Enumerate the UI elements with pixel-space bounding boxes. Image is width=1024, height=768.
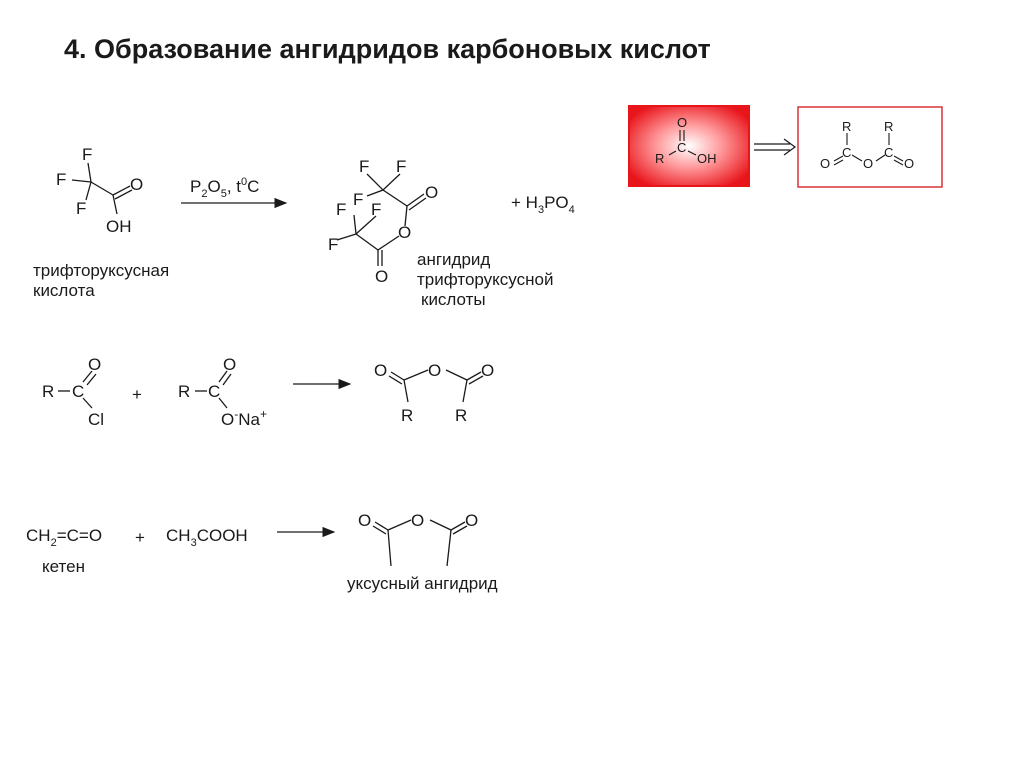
anhydride-fluorine-4: F [336, 200, 346, 219]
ketene-name: кетен [42, 557, 85, 576]
general-acid-oxygen: O [677, 115, 687, 130]
carboxylate-carbon: C [208, 382, 220, 401]
general-anhydride-c-left: C [842, 145, 851, 160]
acid-carbonyl-oxygen: O [130, 175, 143, 194]
anhydride-oxygen-bottom: O [375, 267, 388, 286]
acyl-chloride-bonds [58, 370, 97, 409]
general-acid-carbon: C [677, 140, 686, 155]
acid-fluorine-top: F [82, 145, 92, 164]
carboxylate-oxygen: O [223, 355, 236, 374]
anhydride-fluorine-6: F [328, 235, 338, 254]
double-arrow-implies [754, 138, 797, 156]
acetic-anhydride-bonds [372, 519, 468, 567]
slide-title: 4. Образование ангидридов карбоновых кис… [64, 34, 711, 64]
acid-fluorine-bottom: F [76, 199, 86, 218]
scheme3-plus: + [135, 528, 145, 547]
scheme2-anhydride-oxygen-bridge: O [428, 361, 441, 380]
anhydride-name: ангидрид трифторуксусной кислоты [417, 250, 554, 309]
general-anhydride-r-right: R [884, 119, 893, 134]
general-anhydride-r-left: R [842, 119, 851, 134]
trifluoroacetic-acid-structure [71, 162, 133, 215]
sodium-carboxylate-bonds [195, 370, 232, 409]
byproduct-phosphoric-acid: + H3PO4 [511, 193, 575, 216]
general-anhydride-o-right: O [904, 156, 914, 171]
anhydride-bridge-oxygen: O [398, 223, 411, 242]
acyl-chloride-chlorine: Cl [88, 410, 104, 429]
anhydride-fluorine-5: F [371, 200, 381, 219]
anhydride-general [833, 133, 904, 166]
ketene-formula: CH2=C=O [26, 526, 102, 549]
carboxylate-anion-sodium: O-Na+ [221, 407, 267, 429]
general-acid-oh: OH [697, 151, 717, 166]
scheme2-anhydride-r-left: R [401, 406, 413, 425]
scheme2-anhydride-oxygen-left: O [374, 361, 387, 380]
acid-hydroxyl: OH [106, 217, 132, 236]
acyl-chloride-oxygen: O [88, 355, 101, 374]
acetic-anhydride-oxygen-left: O [358, 511, 371, 530]
acyl-chloride-carbon: C [72, 382, 84, 401]
anhydride-fluorine-2: F [396, 157, 406, 176]
acid-fluorine-left: F [56, 170, 66, 189]
anhydride-fluorine-3: F [353, 190, 363, 209]
general-anhydride-c-right: C [884, 145, 893, 160]
acetic-anhydride-oxygen-bridge: O [411, 511, 424, 530]
acetic-anhydride-oxygen-right: O [465, 511, 478, 530]
general-acid-r: R [655, 151, 664, 166]
acid-name: трифторуксусная кислота [33, 261, 170, 300]
trifluoroacetic-anhydride-structure [336, 173, 427, 266]
scheme2-anhydride-r-right: R [455, 406, 467, 425]
anhydride-fluorine-1: F [359, 157, 369, 176]
scheme2-anhydride-bonds [388, 369, 484, 403]
acetic-acid-formula: CH3COOH [166, 526, 248, 549]
carboxylate-r: R [178, 382, 190, 401]
anhydride-oxygen-top: O [425, 183, 438, 202]
general-anhydride-o-left: O [820, 156, 830, 171]
carboxylic-acid-general [668, 130, 697, 156]
carboxylic-acid-box [628, 105, 750, 187]
scheme2-plus: + [132, 385, 142, 404]
general-anhydride-o-bridge: O [863, 156, 873, 171]
reagent-p2o5-heat: P2O5, t0C [190, 176, 259, 200]
acetic-anhydride-name: уксусный ангидрид [347, 574, 498, 593]
scheme2-anhydride-oxygen-right: O [481, 361, 494, 380]
anhydride-box [797, 106, 943, 188]
acyl-chloride-r: R [42, 382, 54, 401]
